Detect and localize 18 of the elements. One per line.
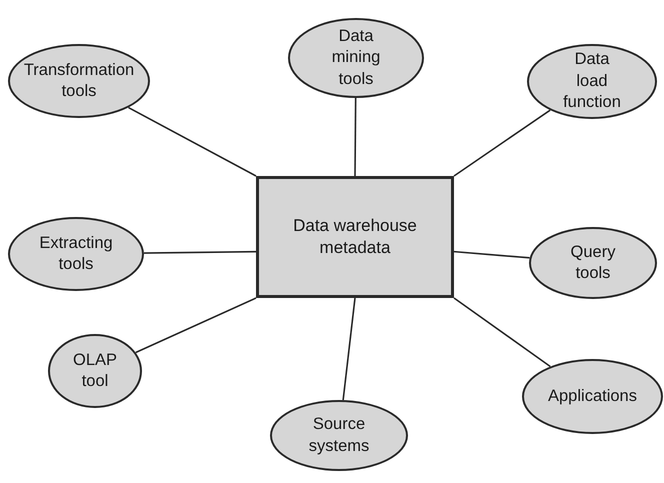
node-label: Applications <box>548 386 637 407</box>
connector-line <box>454 250 530 259</box>
node-label: Data warehouse metadata <box>292 214 418 259</box>
node-label: Data load function <box>562 49 622 114</box>
metadata-box <box>256 176 454 298</box>
connector-line <box>144 250 256 254</box>
connector-line <box>454 110 551 177</box>
connector-line <box>135 297 256 354</box>
node-label: Transformation tools <box>22 60 136 102</box>
node-label: Source systems <box>308 414 370 456</box>
connector-line <box>128 106 256 177</box>
node-label: OLAP tool <box>72 350 118 392</box>
node-label: Extracting tools <box>38 232 114 275</box>
connector-line <box>354 98 356 176</box>
connector-line <box>342 298 356 400</box>
node-label: Query tools <box>570 242 616 284</box>
connector-line <box>454 297 551 368</box>
node-label: Data mining tools <box>330 26 382 90</box>
